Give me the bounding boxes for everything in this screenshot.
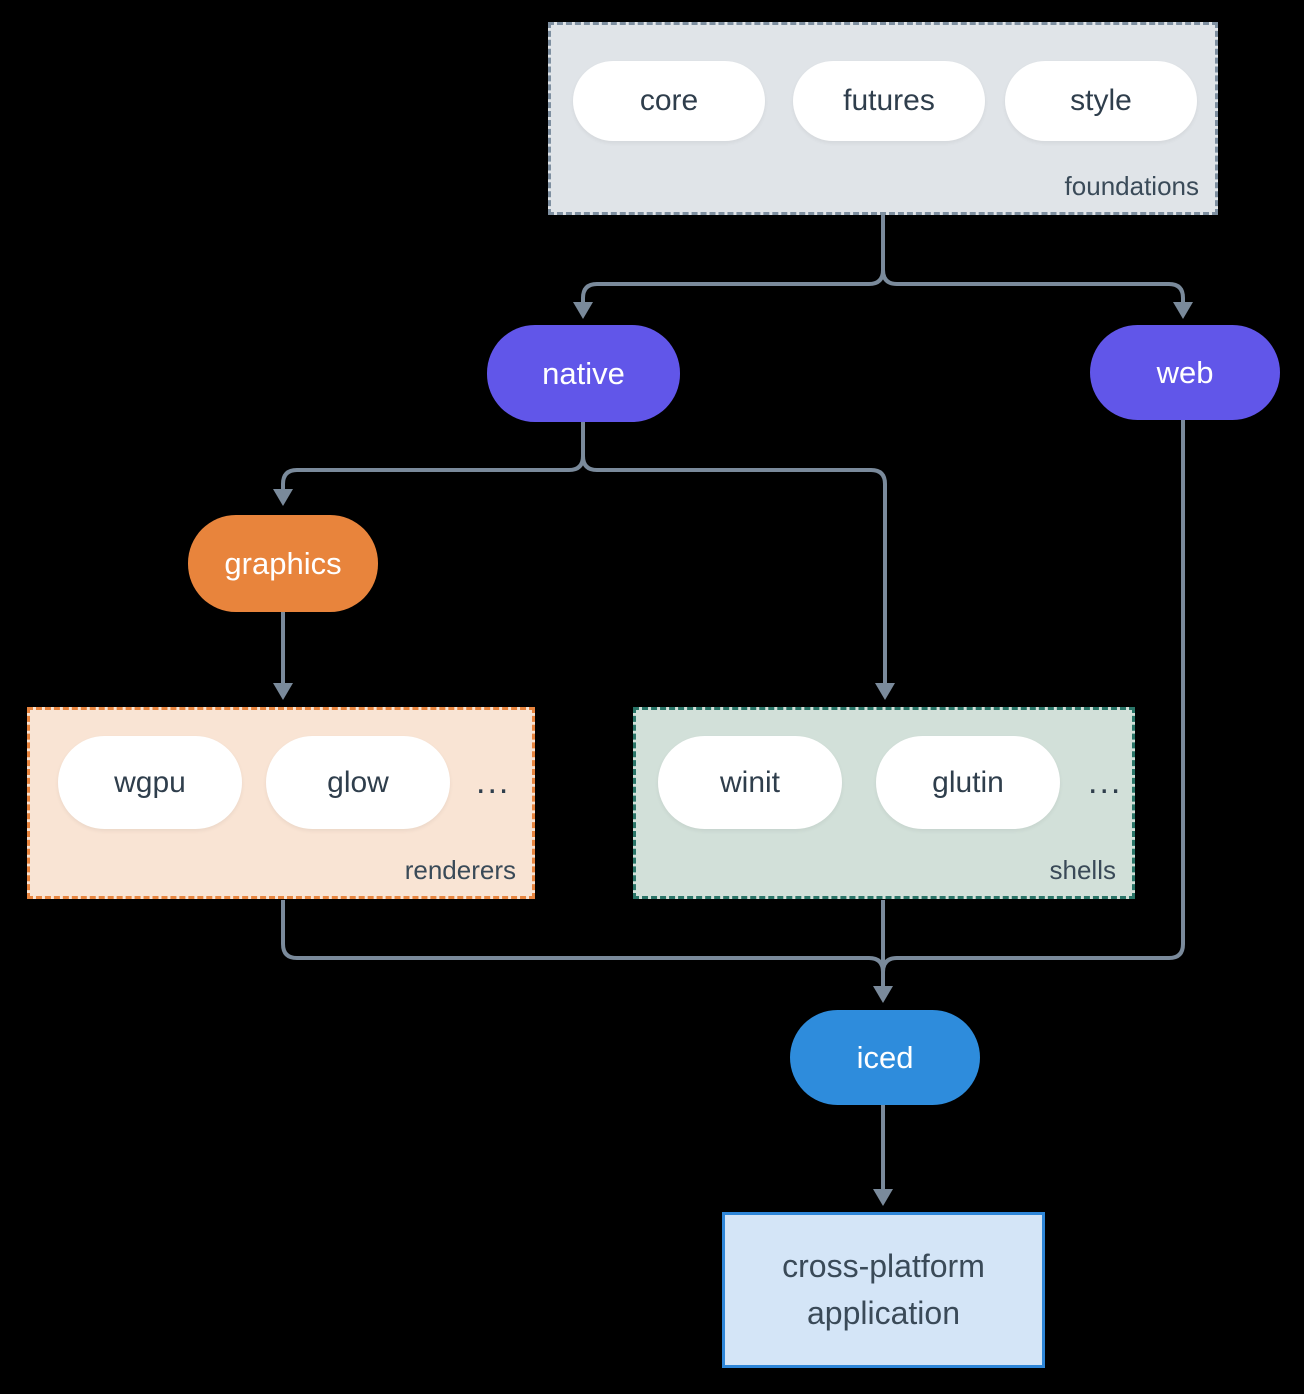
- node-glow-label: glow: [327, 765, 389, 799]
- cross-platform-application-box: cross-platform application: [722, 1212, 1045, 1368]
- shells-group: winit glutin ... shells: [633, 707, 1135, 899]
- node-glutin-label: glutin: [932, 765, 1004, 799]
- node-glow: glow: [266, 736, 450, 829]
- renderers-ellipsis: ...: [476, 763, 511, 801]
- node-core-label: core: [639, 84, 699, 117]
- node-wgpu: wgpu: [58, 736, 242, 829]
- edge-native-graphics: [281, 455, 585, 490]
- node-winit: winit: [658, 736, 842, 829]
- node-iced-label: iced: [856, 1039, 914, 1075]
- node-futures: futures: [793, 61, 985, 141]
- node-core: core: [573, 61, 765, 141]
- arrowhead-web: [1173, 302, 1193, 319]
- shells-group-label: shells: [1049, 855, 1116, 885]
- arrowhead-app: [873, 1189, 893, 1206]
- edge-foundations-native: [581, 269, 885, 303]
- foundations-group-label: foundations: [1064, 171, 1199, 201]
- arrowhead-shells: [875, 683, 895, 700]
- node-native-label: native: [542, 355, 625, 391]
- renderers-group: wgpu glow ... renderers: [27, 707, 535, 899]
- arrowhead-graphics: [273, 489, 293, 506]
- app-label-line1: cross-platform: [782, 1248, 985, 1284]
- node-winit-label: winit: [719, 765, 780, 799]
- node-iced: iced: [790, 1010, 980, 1105]
- renderers-group-label: renderers: [404, 855, 516, 885]
- node-futures-label: futures: [843, 84, 935, 117]
- node-graphics: graphics: [188, 515, 378, 612]
- arrowhead-native: [573, 302, 593, 319]
- node-wgpu-label: wgpu: [114, 765, 186, 799]
- arrowhead-renderers: [273, 683, 293, 700]
- arrowhead-iced: [873, 986, 893, 1003]
- edge-native-shells: [581, 455, 887, 684]
- node-style: style: [1005, 61, 1197, 141]
- node-graphics-label: graphics: [224, 545, 342, 581]
- node-web: web: [1090, 325, 1280, 420]
- node-native: native: [487, 325, 680, 422]
- shells-ellipsis: ...: [1088, 763, 1123, 801]
- edge-renderers-merge: [281, 900, 885, 973]
- node-style-label: style: [1070, 84, 1132, 117]
- edge-foundations-web: [881, 269, 1185, 303]
- app-label-line2: application: [807, 1295, 960, 1331]
- foundations-group: core futures style foundations: [548, 22, 1218, 215]
- node-glutin: glutin: [876, 736, 1060, 829]
- node-web-label: web: [1156, 354, 1214, 390]
